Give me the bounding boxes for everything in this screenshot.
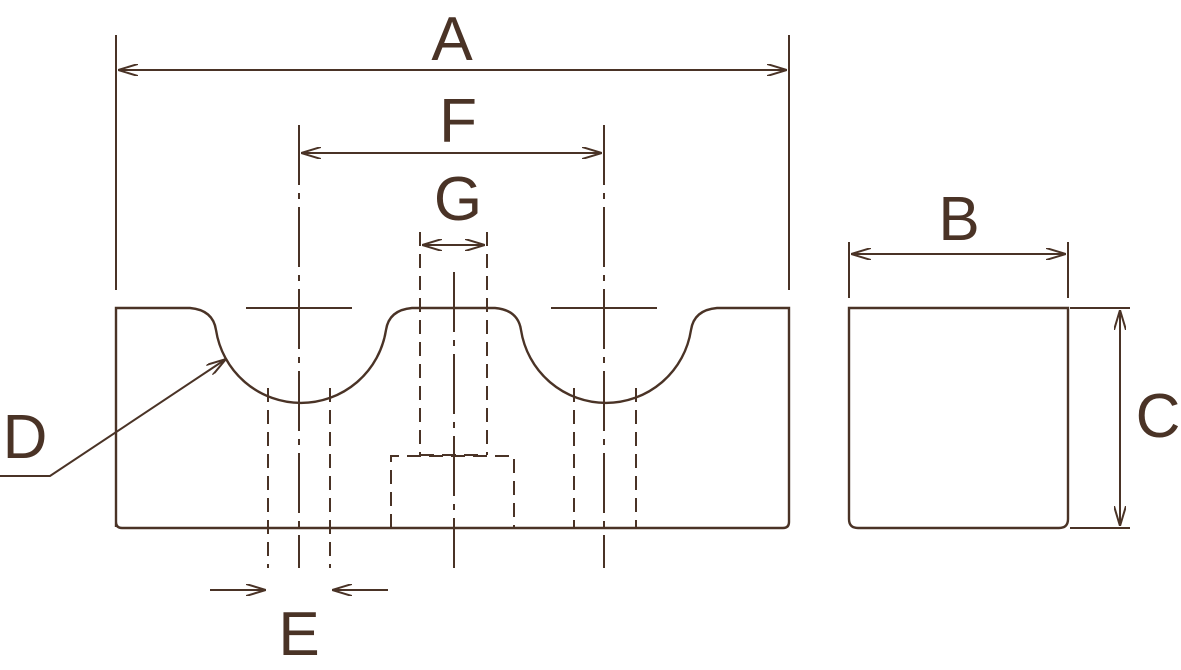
extension-lines — [115, 35, 1130, 529]
hidden-lines — [267, 232, 637, 568]
label-d: D — [3, 403, 48, 472]
centerlines — [246, 125, 657, 568]
label-g: G — [434, 165, 482, 234]
side-view-outline — [847, 306, 1070, 530]
side-view — [847, 306, 1070, 530]
label-a: A — [431, 5, 473, 74]
dim-d-leader — [0, 359, 226, 477]
label-b: B — [938, 185, 979, 254]
dimension-lines — [0, 70, 1120, 590]
label-c: C — [1136, 382, 1181, 451]
label-f: F — [439, 87, 477, 156]
front-view — [114, 306, 791, 530]
hidden-counterbore — [390, 455, 515, 528]
label-e: E — [278, 600, 319, 669]
front-view-outline — [114, 306, 791, 530]
dimension-labels: A F G B C D E — [3, 5, 1181, 669]
